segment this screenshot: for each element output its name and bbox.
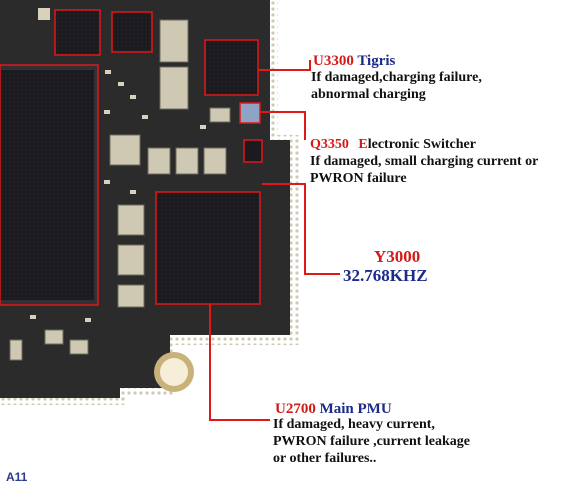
- q3350-ref: Q3350: [310, 137, 349, 152]
- q3350-chip: [239, 102, 261, 124]
- u2700-chip: [155, 191, 261, 305]
- u2700-desc-3: or other failures..: [273, 451, 377, 466]
- passive-components: [9, 19, 231, 361]
- y3000-freq: 32.768KHZ: [343, 266, 428, 285]
- u3300-title: U3300 Tigris: [313, 52, 395, 70]
- u3300-desc-1: If damaged,charging failure,: [311, 70, 482, 85]
- u2700-name: Main PMU: [319, 401, 392, 417]
- y3000-ref: Y3000: [374, 247, 421, 266]
- u2700-desc-1: If damaged, heavy current,: [273, 417, 435, 432]
- q3350-desc-1: If damaged, small charging current or: [310, 154, 539, 169]
- q3350-title: Q3350 Electronic Switcher: [310, 137, 476, 154]
- u3300-chip: [204, 39, 259, 96]
- board-label: A11: [6, 470, 28, 484]
- u3300-ref: U3300: [313, 53, 354, 69]
- soc-chip: [0, 64, 99, 306]
- q3350-name-rest: lectronic Switcher: [367, 137, 476, 152]
- u3300-name: Tigris: [357, 53, 396, 69]
- u3300-desc-2: abnormal charging: [311, 87, 426, 102]
- mounting-hole: [154, 352, 194, 392]
- y3000-crystal: [243, 139, 263, 163]
- top-small-chips: [38, 8, 153, 56]
- u2700-desc-2: PWRON failure ,current leakage: [273, 434, 471, 449]
- smd-parts: [30, 70, 206, 322]
- u2700-title: U2700 Main PMU: [275, 400, 392, 418]
- u2700-ref: U2700: [275, 401, 316, 417]
- q3350-desc-2: PWRON failure: [310, 171, 407, 186]
- q3350-name-initial: E: [358, 137, 368, 152]
- callout-lines: [209, 60, 340, 421]
